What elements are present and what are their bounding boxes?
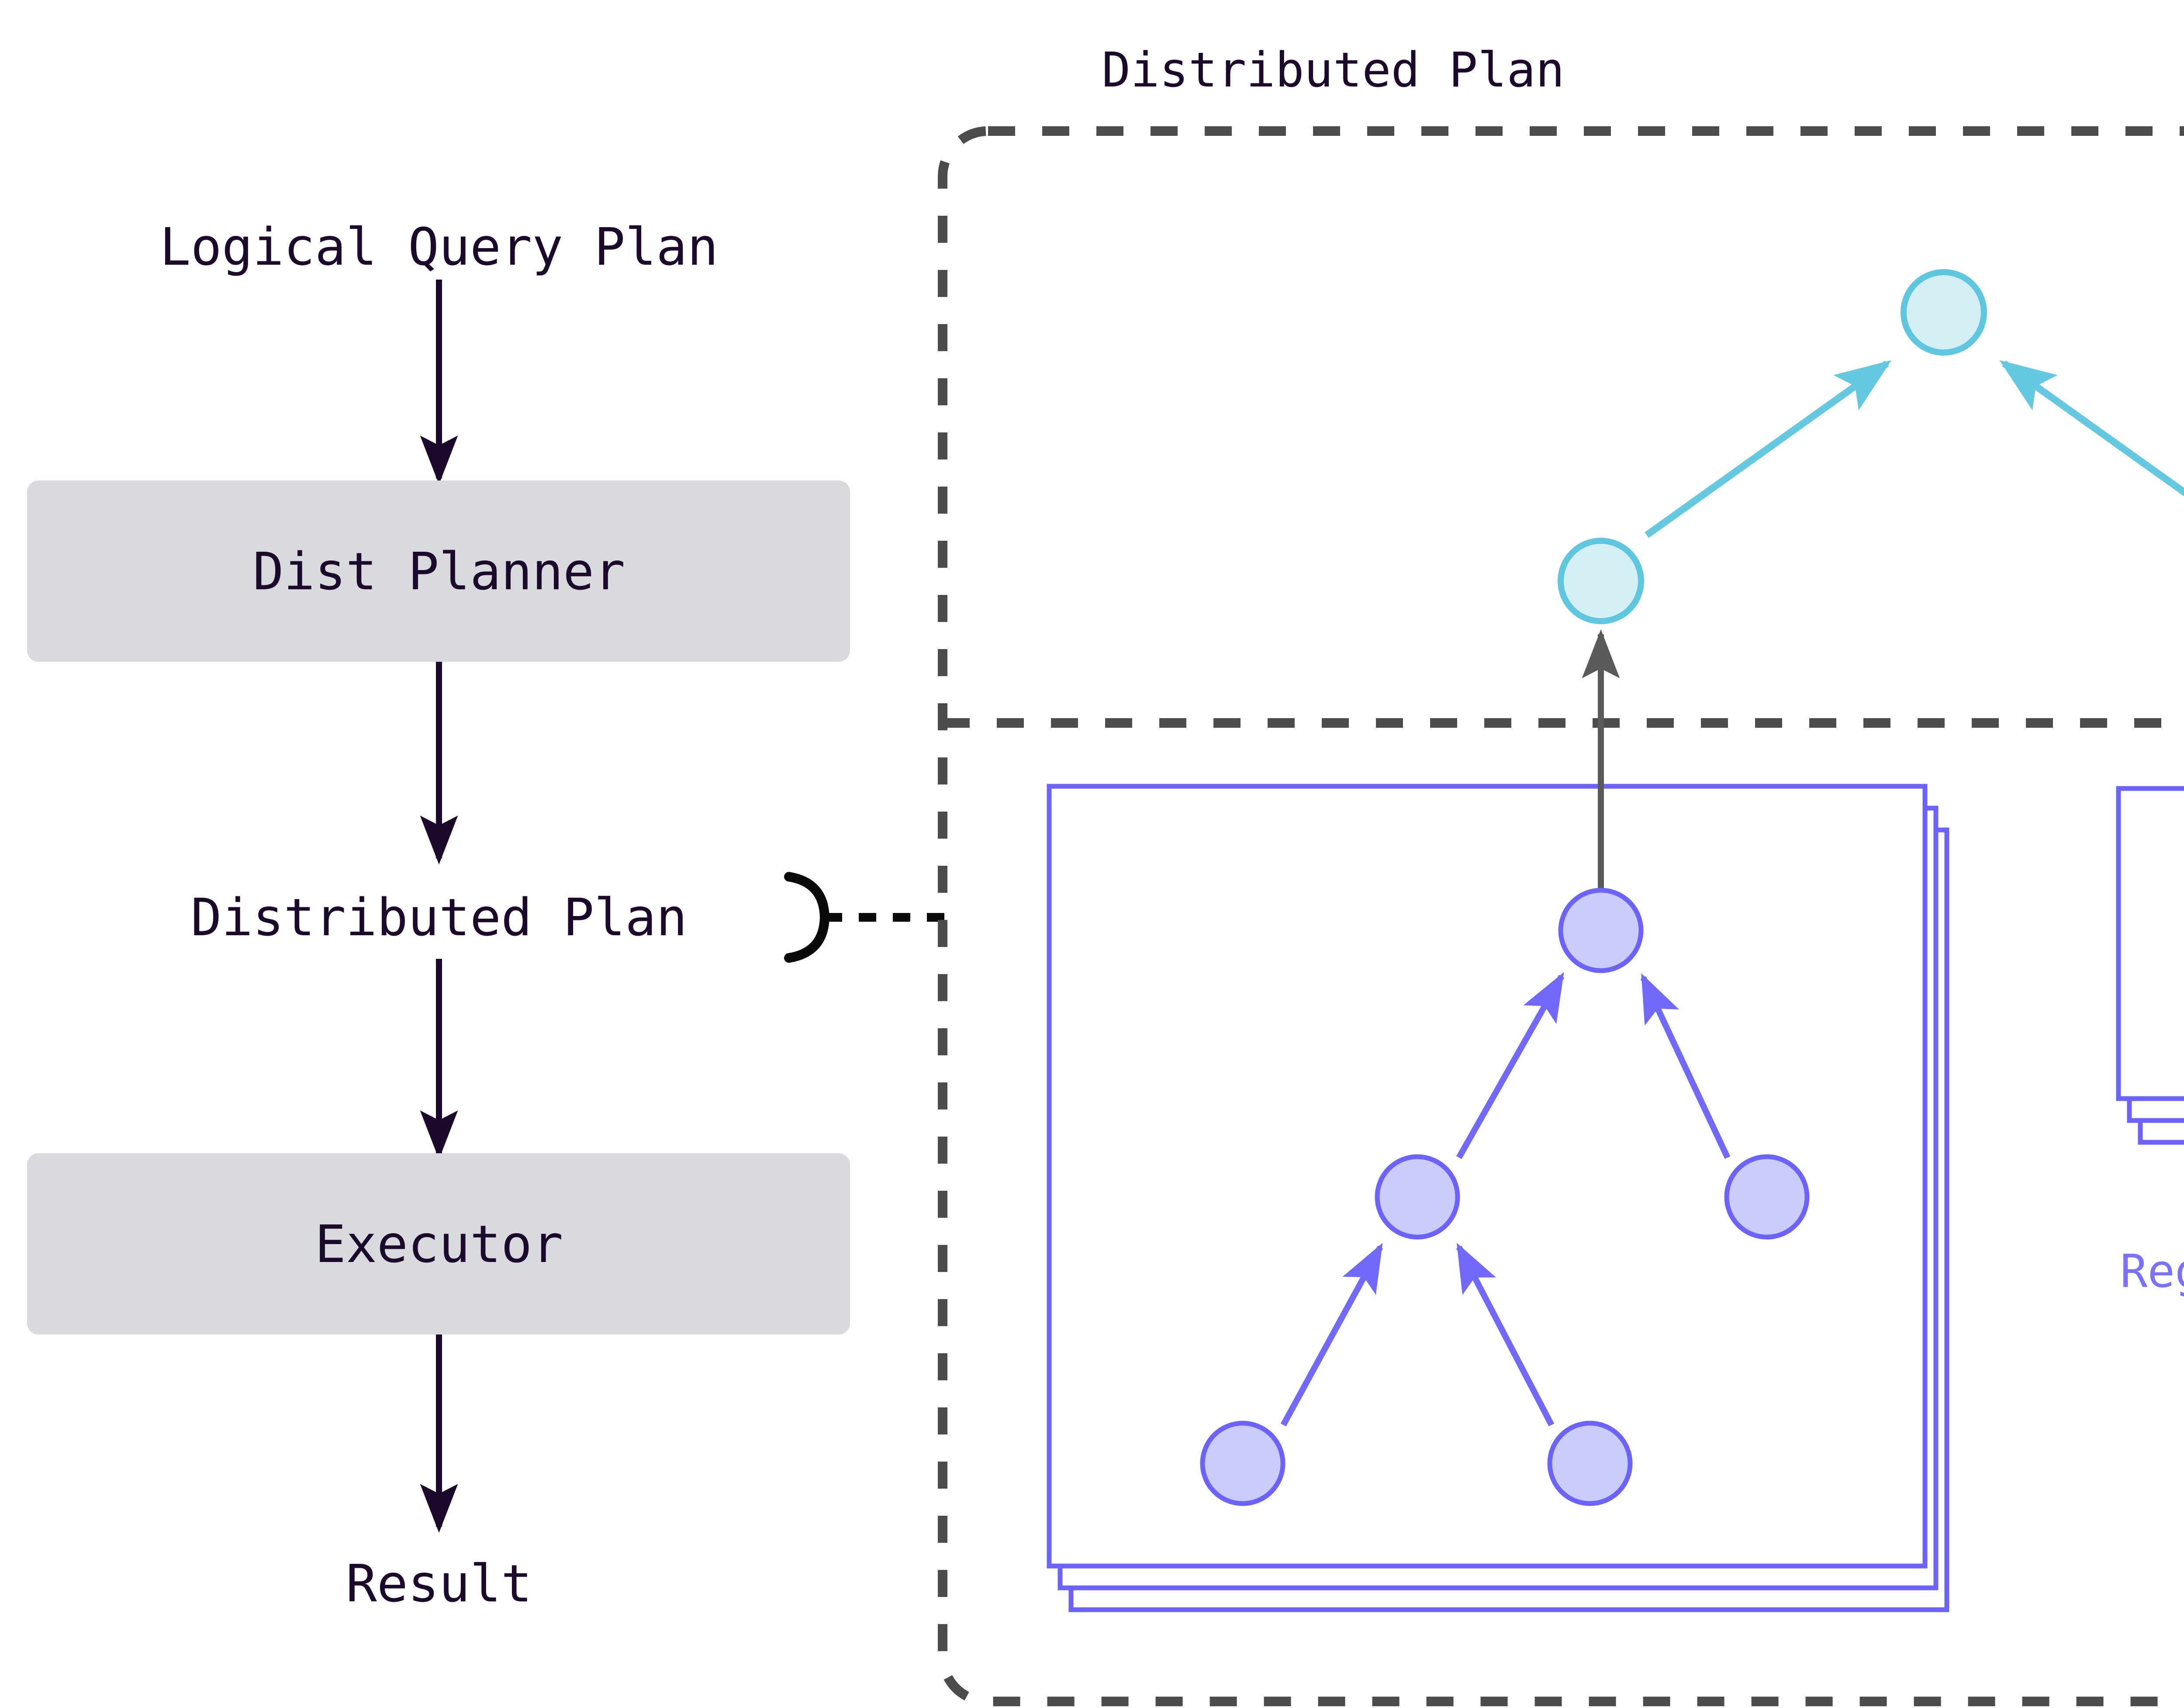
arrow-frontend-right-to-root (1999, 360, 2184, 497)
frontend-node-root[interactable] (1901, 269, 1987, 356)
region-stack-right (2116, 786, 2184, 1145)
regions-label: Regions (2120, 1245, 2184, 1298)
distributed-plan-group-border (938, 126, 2184, 1706)
executor-label: Executor (314, 1214, 563, 1274)
datanode-node-mid[interactable] (1375, 1154, 1460, 1240)
brace-icon (784, 872, 830, 963)
frontend-node-left[interactable] (1558, 538, 1644, 624)
executor-box[interactable] (27, 1153, 850, 1335)
frontend-nodes (1558, 269, 1987, 624)
region-card-right-front (2116, 786, 2184, 1101)
arrow-dmid-to-droot (1456, 972, 1565, 1159)
datanode-node-leaf-1[interactable] (1200, 1421, 1286, 1506)
arrow-dleaf2-to-dmid (1456, 1243, 1555, 1427)
datanode-tree-arrows (1280, 972, 1731, 1427)
dist-planner-box[interactable] (27, 481, 850, 662)
dist-planner-label: Dist Planner (252, 541, 625, 602)
cross-stage-arrows (1582, 629, 1620, 926)
result-label: Result (346, 1553, 532, 1614)
arrow-dleaf1-to-dmid (1280, 1243, 1383, 1427)
frontend-tree-arrows (1645, 360, 2184, 538)
datanode-node-right[interactable] (1724, 1154, 1810, 1240)
datanode-node-leaf-2[interactable] (1547, 1421, 1633, 1506)
logical-query-plan-label: Logical Query Plan (159, 217, 719, 277)
datanode-nodes (1200, 888, 1810, 1506)
datanode-node-root[interactable] (1558, 888, 1644, 973)
arrow-frontend-left-to-root (1645, 360, 1892, 538)
distributed-plan-group-title: Distributed Plan (1102, 42, 1565, 98)
distributed-plan-label: Distributed Plan (190, 887, 688, 947)
plan-connector (784, 872, 953, 963)
arrow-dright-to-droot (1640, 973, 1731, 1159)
region-stack-left (1047, 784, 1949, 1612)
